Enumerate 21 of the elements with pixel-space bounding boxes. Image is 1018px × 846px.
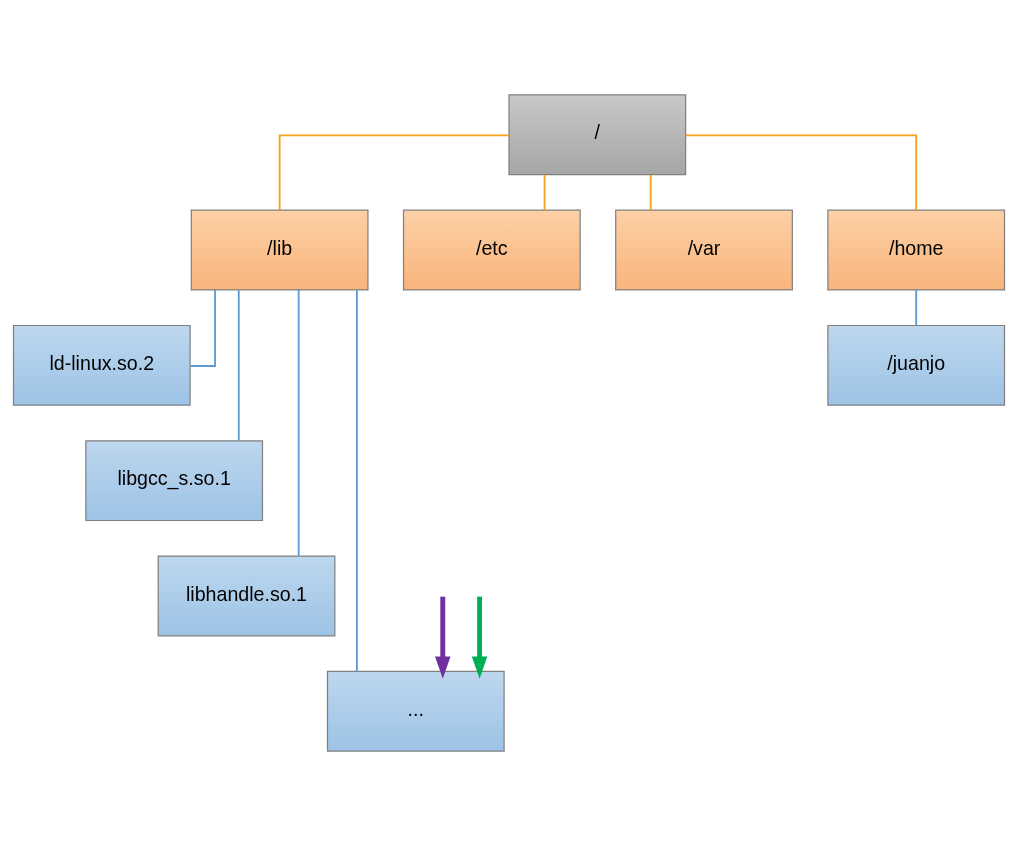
connector (297, 289, 300, 557)
node-box: /var (615, 209, 793, 291)
node-box: ... (326, 670, 505, 752)
connector (189, 289, 216, 367)
node-box: /home (827, 209, 1006, 291)
arrow (435, 596, 451, 679)
node-box: /juanjo (827, 324, 1006, 406)
connector (356, 289, 358, 673)
connector (915, 289, 918, 327)
node-box: /etc (402, 209, 581, 291)
connector (278, 134, 510, 211)
connector (649, 173, 652, 212)
node-box: / (508, 94, 687, 176)
connector (237, 289, 240, 442)
connector (684, 134, 918, 211)
connector (543, 173, 546, 212)
node-box: /lib (190, 209, 369, 291)
node-box: ld-linux.so.2 (12, 324, 191, 406)
node-box: libgcc_s.so.1 (85, 440, 264, 522)
node-box: libhandle.so.1 (157, 555, 336, 637)
arrow (471, 596, 488, 679)
